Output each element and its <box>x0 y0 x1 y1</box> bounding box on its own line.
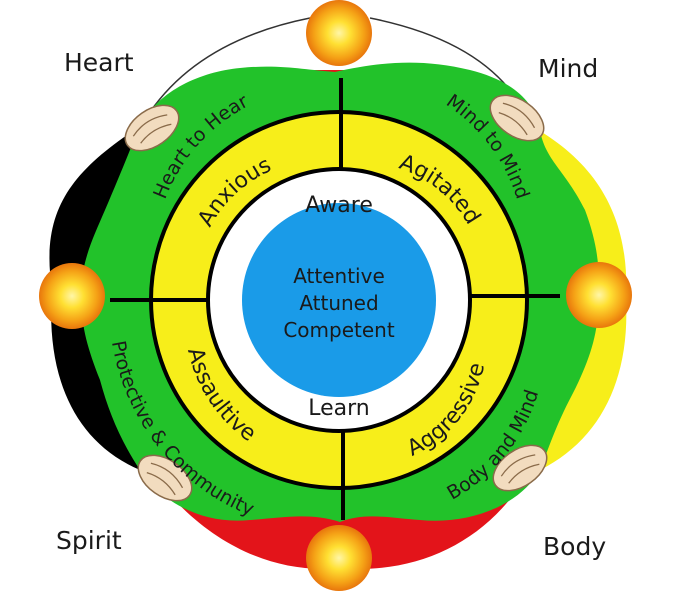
handshake-bottom-left-icon <box>137 454 193 502</box>
center-circle <box>242 203 436 397</box>
corner-label-mind: Mind <box>538 54 599 83</box>
corner-label-spirit: Spirit <box>56 526 122 555</box>
label-aware: Aware <box>305 193 373 218</box>
sun-right-icon <box>566 262 632 328</box>
sun-bottom-icon <box>306 525 372 591</box>
top-outline-arc <box>149 17 311 113</box>
center-line-2: Attuned <box>299 291 378 315</box>
label-learn: Learn <box>308 396 370 421</box>
center-line-3: Competent <box>283 318 395 342</box>
corner-label-heart: Heart <box>64 48 134 77</box>
sun-top-icon <box>306 0 372 66</box>
corner-label-body: Body <box>543 532 607 561</box>
center-line-1: Attentive <box>293 264 385 288</box>
handshake-top-right-icon <box>489 94 545 142</box>
sun-left-icon <box>39 263 105 329</box>
handshake-top-left-icon <box>124 104 180 152</box>
handshake-bottom-right-icon <box>492 444 548 492</box>
